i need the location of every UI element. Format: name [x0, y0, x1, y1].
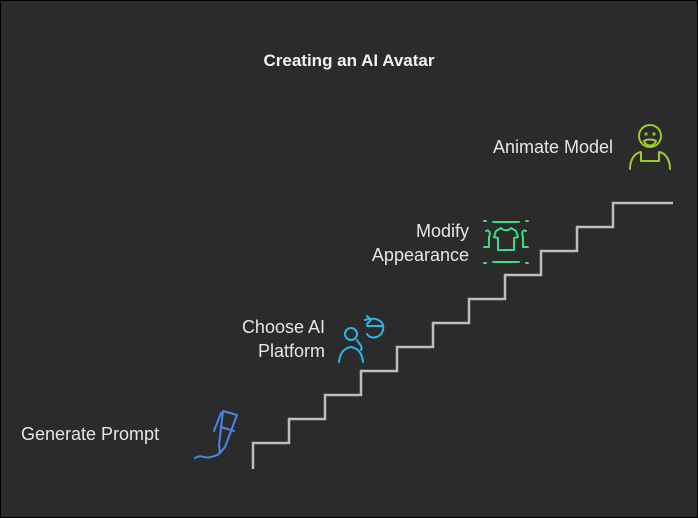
step-label-modify-appearance: Modify Appearance [331, 219, 469, 267]
step-label-choose-ai-platform: Choose AI Platform [201, 315, 325, 363]
staircase-line [251, 201, 673, 469]
avatar-person-icon [629, 124, 671, 170]
pen-icon [194, 410, 238, 459]
person-refresh-icon [338, 315, 385, 363]
shirt-icon [483, 220, 529, 264]
label-line-1: Choose AI [241, 317, 325, 337]
label-line-2: Platform [257, 341, 325, 361]
step-label-animate-model: Animate Model [492, 137, 613, 157]
diagram-title: Creating an AI Avatar [263, 51, 435, 70]
label-line-2: Appearance [371, 245, 469, 265]
label-line-1: Modify [415, 221, 469, 241]
step-label-generate-prompt: Generate Prompt [21, 424, 160, 444]
